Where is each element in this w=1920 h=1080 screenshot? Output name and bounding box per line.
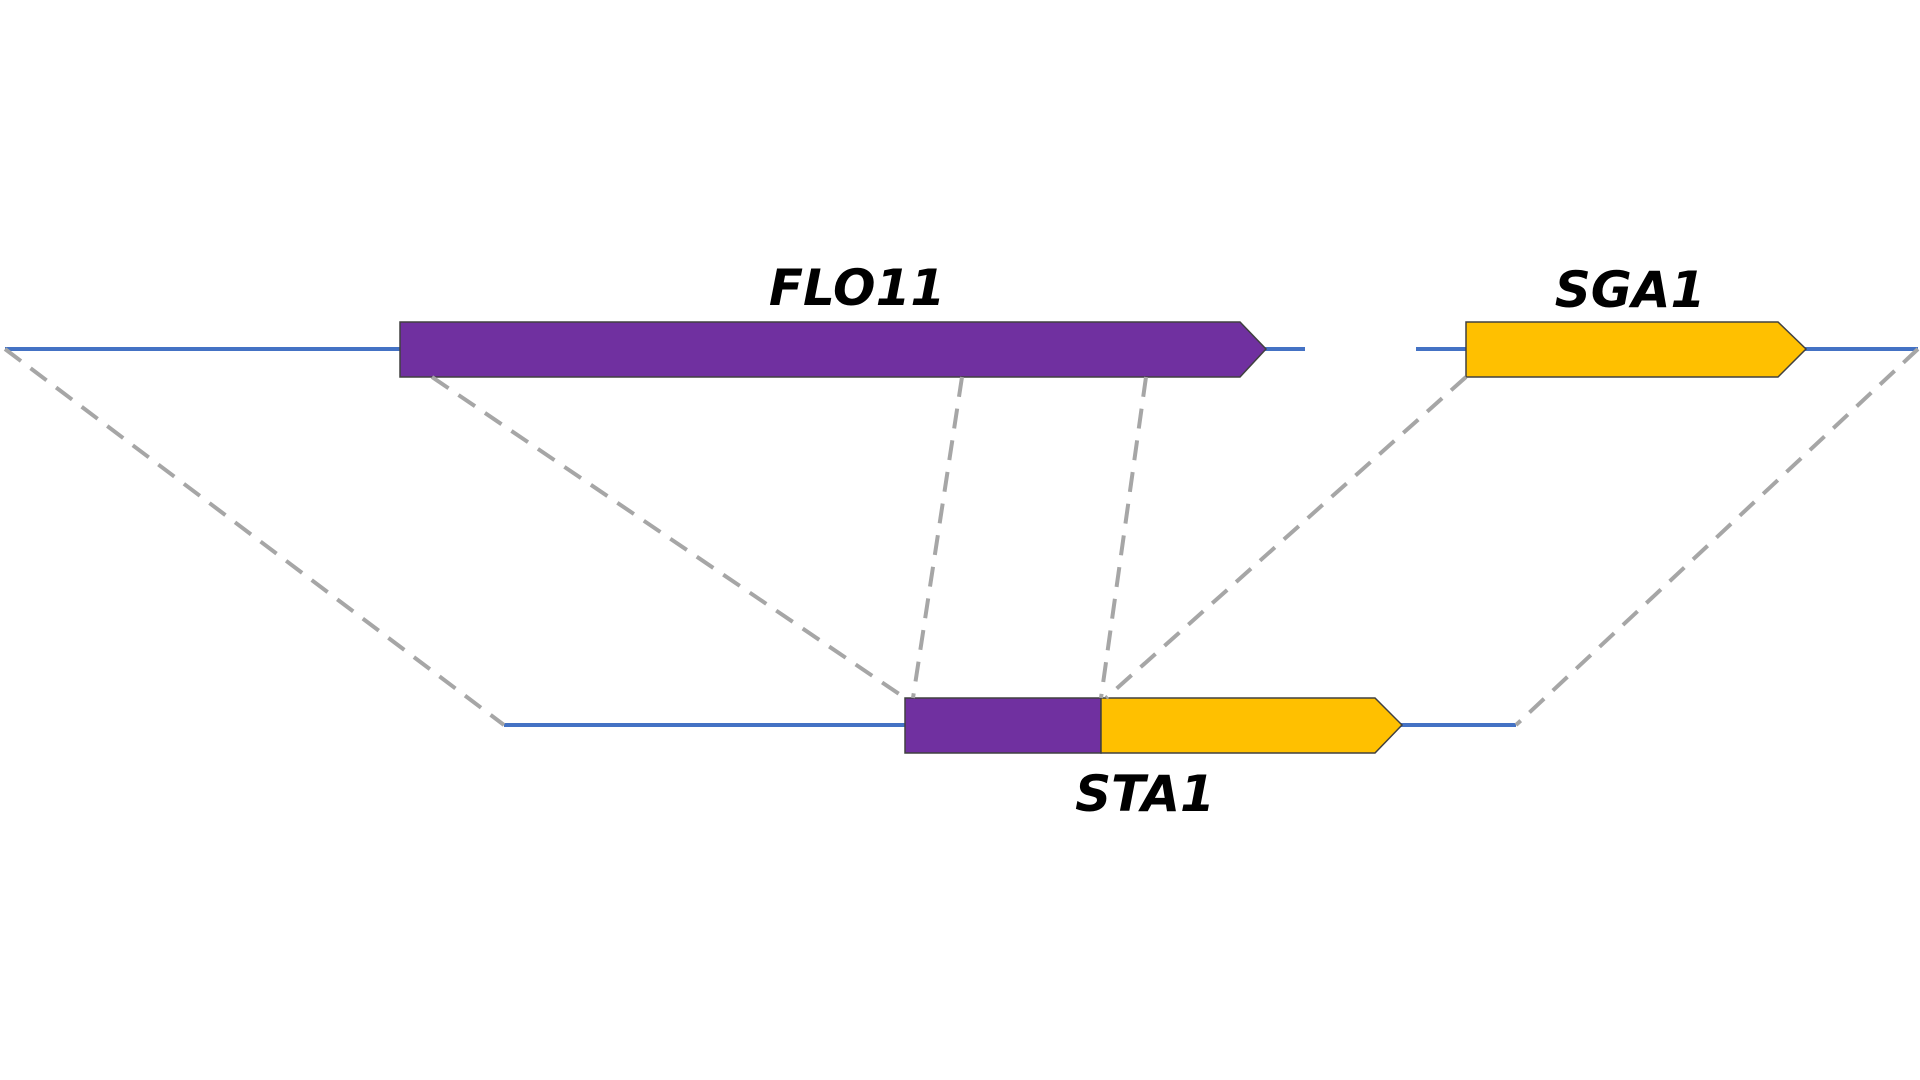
sga1-label: SGA1	[1555, 261, 1706, 319]
sga1-gene-arrow	[1465, 321, 1808, 378]
mapping-line-flo11-start	[430, 375, 907, 700]
sta1-sga1-segment	[1100, 697, 1404, 754]
mapping-lines	[3, 347, 1920, 727]
flo11-label: FLO11	[769, 259, 945, 317]
flo11-gene-arrow	[399, 321, 1268, 378]
mapping-line-flo11-cut-left	[911, 376, 964, 699]
mapping-line-right-outer	[1514, 347, 1920, 727]
sta1-flo11-segment	[904, 697, 1102, 754]
sta1-label: STA1	[1075, 765, 1215, 823]
mapping-line-left-outer	[3, 347, 506, 727]
mapping-line-sga1-start	[1104, 375, 1468, 700]
mapping-line-flo11-cut-right	[1099, 376, 1148, 699]
